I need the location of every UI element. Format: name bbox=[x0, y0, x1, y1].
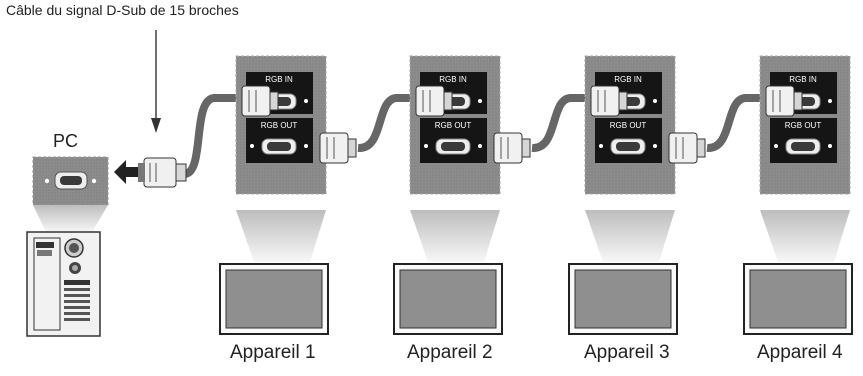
rgb-out-label: RGB OUT bbox=[261, 121, 298, 130]
pc-label: PC bbox=[53, 131, 79, 151]
pc-cable bbox=[183, 94, 240, 178]
monitor-icon bbox=[393, 263, 503, 335]
monitor-icon bbox=[568, 263, 678, 335]
device-label-4: Appareil 4 bbox=[757, 342, 843, 363]
rgb-out-port: RGB OUT bbox=[770, 118, 837, 163]
signal-arrow-icon bbox=[114, 160, 140, 184]
rgb-out-label: RGB OUT bbox=[435, 121, 472, 130]
rgb-out-label: RGB OUT bbox=[785, 121, 822, 130]
display-beam bbox=[760, 210, 850, 262]
link-cable bbox=[531, 94, 593, 152]
device-label-2: Appareil 2 bbox=[407, 342, 493, 363]
in-cable-connector bbox=[415, 85, 453, 117]
out-cable-connector bbox=[493, 132, 531, 164]
vga-out-socket-icon bbox=[599, 138, 657, 155]
in-cable-connector bbox=[765, 85, 803, 117]
monitor-unit-3: RGB IN RGB OUT bbox=[568, 55, 768, 335]
link-cable bbox=[357, 94, 418, 152]
monitor-unit-4: RGB IN RGB OUT bbox=[743, 55, 853, 335]
rgb-in-label: RGB IN bbox=[439, 75, 467, 84]
rgb-out-label: RGB OUT bbox=[610, 121, 647, 130]
display-beam bbox=[585, 210, 675, 262]
in-cable-connector bbox=[590, 85, 628, 117]
link-cable bbox=[706, 94, 768, 152]
display-beam bbox=[410, 210, 500, 262]
cable-caption: Câble du signal D-Sub de 15 broches bbox=[6, 2, 239, 18]
device-label-1: Appareil 1 bbox=[230, 342, 316, 363]
rgb-in-label: RGB IN bbox=[265, 75, 293, 84]
monitor-icon bbox=[743, 263, 853, 335]
pc-tower-icon bbox=[26, 231, 101, 337]
vga-out-socket-icon bbox=[774, 138, 832, 155]
out-cable-connector bbox=[668, 132, 706, 164]
pc-port-panel bbox=[32, 156, 109, 206]
vga-out-socket-icon bbox=[250, 138, 308, 155]
monitor-icon bbox=[219, 263, 329, 335]
rgb-out-port: RGB OUT bbox=[595, 118, 662, 163]
caption-arrow bbox=[151, 30, 161, 133]
pc-cable-connector bbox=[138, 157, 187, 188]
display-beam bbox=[236, 210, 326, 262]
in-cable-connector bbox=[241, 85, 279, 117]
device-label-3: Appareil 3 bbox=[584, 342, 670, 363]
vga-out-socket-icon bbox=[424, 138, 482, 155]
pc-beam bbox=[33, 205, 108, 232]
rgb-out-port: RGB OUT bbox=[420, 118, 487, 163]
rgb-in-label: RGB IN bbox=[614, 75, 642, 84]
out-cable-connector bbox=[319, 132, 357, 164]
monitor-unit-2: RGB IN RGB OUT bbox=[393, 55, 593, 335]
rgb-out-port: RGB OUT bbox=[246, 118, 313, 163]
rgb-in-label: RGB IN bbox=[789, 75, 817, 84]
monitor-unit-1: RGB IN RGB OUT bbox=[219, 55, 418, 335]
